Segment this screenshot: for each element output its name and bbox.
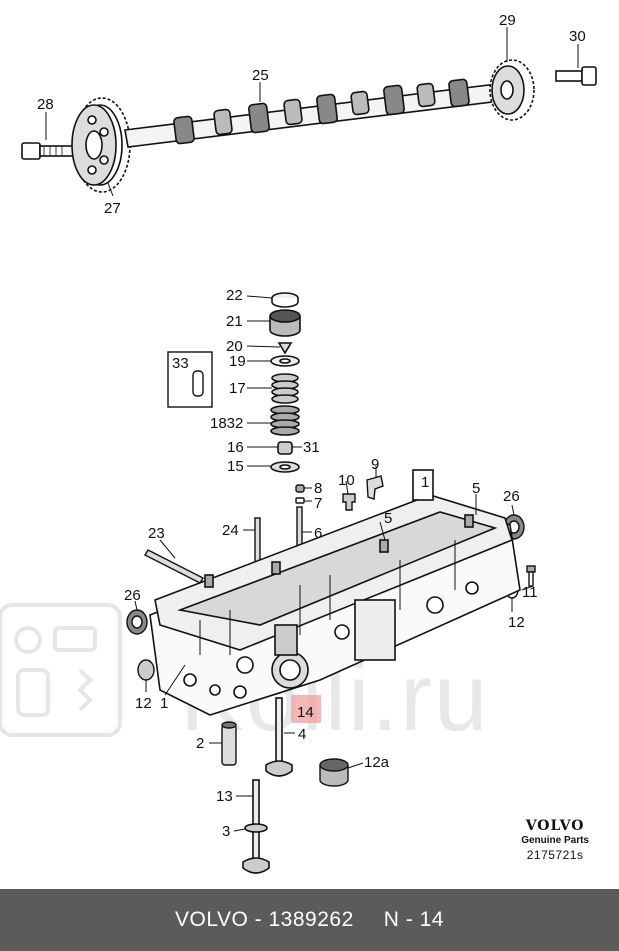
label-14: 14 [297,704,314,721]
parts-diagram: Kolli.ru [0,12,597,874]
label-21: 21 [226,313,243,330]
spring-18-shape [270,405,300,436]
brand-subtitle: Genuine Parts [521,835,589,846]
camshaft-25-shape [124,78,509,148]
valve-train-stack [269,292,301,473]
label-12-left: 12 [135,695,152,712]
label-11: 11 [522,584,538,601]
label-2: 2 [196,735,204,752]
label-3: 3 [222,823,230,840]
footer-page-ref: N - 14 [383,908,444,931]
leader-lines [45,27,579,832]
cam-gear-27-shape [71,97,131,193]
label-26-left: 26 [124,587,141,604]
label-25: 25 [252,67,269,84]
bolt-28-shape [21,142,79,160]
label-1-bottom: 1 [160,695,168,712]
bolt-30-shape [555,66,597,86]
label-4: 4 [298,726,306,743]
label-9: 9 [371,456,379,473]
label-7: 7 [314,495,322,512]
cylinder-head-1 [149,469,521,716]
label-19: 19 [229,353,246,370]
label-12-right: 12 [508,614,525,631]
label-8: 8 [314,480,322,497]
label-1-top: 1 [421,474,429,491]
label-5-mid: 5 [384,510,392,527]
label-23: 23 [148,525,165,542]
label-5-right: 5 [472,480,480,497]
label-31: 31 [303,439,320,456]
label-27: 27 [104,200,121,217]
label-26-right: 26 [503,488,520,505]
label-16: 16 [227,439,244,456]
brand-block: VOLVO Genuine Parts 2175721s [521,818,589,862]
label-33: 33 [172,355,189,372]
label-28: 28 [37,96,54,113]
highlight-14 [291,695,321,723]
footer-part-number: VOLVO - 1389262 [175,908,354,931]
label-13: 13 [216,788,233,805]
spring-17-shape [271,373,299,404]
label-17: 17 [229,380,246,397]
brand-logo: VOLVO [525,818,585,834]
label-10: 10 [338,472,355,489]
valve-parts [242,697,293,874]
part-labels: 25 29 30 28 27 22 21 20 19 33 17 1832 16… [37,12,586,840]
label-22: 22 [226,287,243,304]
cam-gear-29-shape [489,59,535,121]
label-6: 6 [314,525,322,542]
label-24: 24 [222,522,239,539]
label-15: 15 [227,458,244,475]
watermark-logo [0,603,122,737]
camshaft-assembly [21,59,597,193]
label-20: 20 [226,338,243,355]
label-1832: 1832 [210,415,243,432]
label-12a: 12a [364,754,390,771]
small-parts [126,475,536,787]
label-29: 29 [499,12,516,29]
label-30: 30 [569,28,586,45]
footer-bar: VOLVO - 1389262 N - 14 [0,889,619,951]
part-box-33 [167,351,213,408]
diagram-code: 2175721s [526,848,584,862]
